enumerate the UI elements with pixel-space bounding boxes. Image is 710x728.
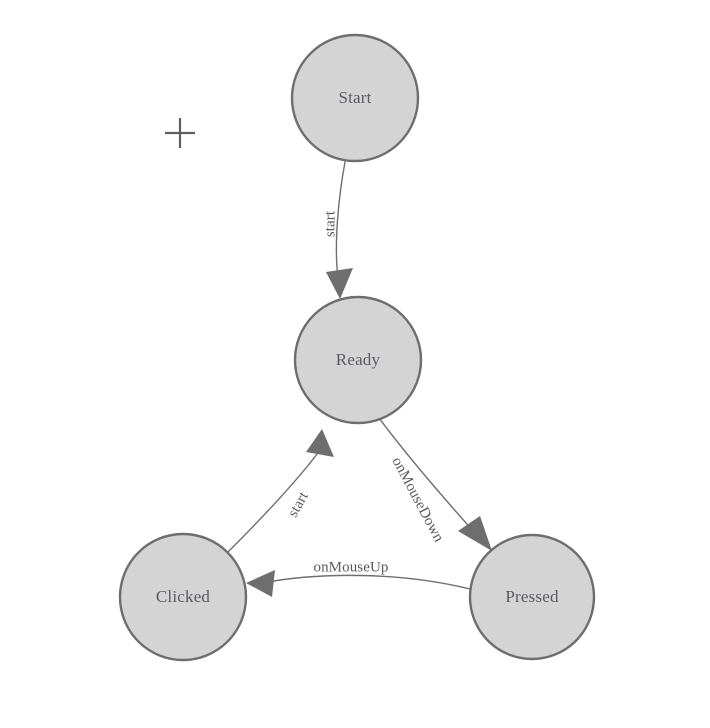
node-start[interactable]: Start xyxy=(290,33,420,163)
edge-ready-to-pressed[interactable]: onMouseDown xyxy=(378,417,492,551)
edge-start-to-ready[interactable]: start xyxy=(322,161,353,299)
node-ready-label: Ready xyxy=(336,350,381,369)
node-clicked[interactable]: Clicked xyxy=(118,532,248,662)
edge-label-start-to-ready: start xyxy=(322,210,338,237)
node-pressed-label: Pressed xyxy=(505,587,559,606)
edge-label-clicked-to-ready: start xyxy=(285,489,312,520)
edge-clicked-to-ready[interactable]: start xyxy=(227,429,334,553)
node-ready[interactable]: Ready xyxy=(293,295,423,425)
plus-crosshair-icon xyxy=(165,118,195,148)
edge-start-to-ready-arrowhead xyxy=(326,268,353,299)
node-start-circle[interactable] xyxy=(290,33,420,163)
node-clicked-label: Clicked xyxy=(156,587,211,606)
edge-clicked-to-ready-arrowhead xyxy=(306,429,334,457)
edge-pressed-to-clicked-path xyxy=(261,574,471,590)
edge-ready-to-pressed-arrowhead xyxy=(458,516,492,551)
edge-pressed-to-clicked[interactable]: onMouseUp xyxy=(246,559,471,597)
edge-label-ready-to-pressed: onMouseDown xyxy=(388,455,446,546)
edge-label-pressed-to-clicked: onMouseUp xyxy=(313,559,388,575)
node-pressed[interactable]: Pressed xyxy=(468,533,596,661)
node-ready-circle[interactable] xyxy=(293,295,423,425)
node-clicked-circle[interactable] xyxy=(118,532,248,662)
edge-pressed-to-clicked-arrowhead xyxy=(246,570,275,597)
edge-clicked-to-ready-path xyxy=(227,445,324,553)
node-start-label: Start xyxy=(338,88,371,107)
node-pressed-circle[interactable] xyxy=(468,533,596,661)
edge-start-to-ready-path xyxy=(335,161,346,279)
